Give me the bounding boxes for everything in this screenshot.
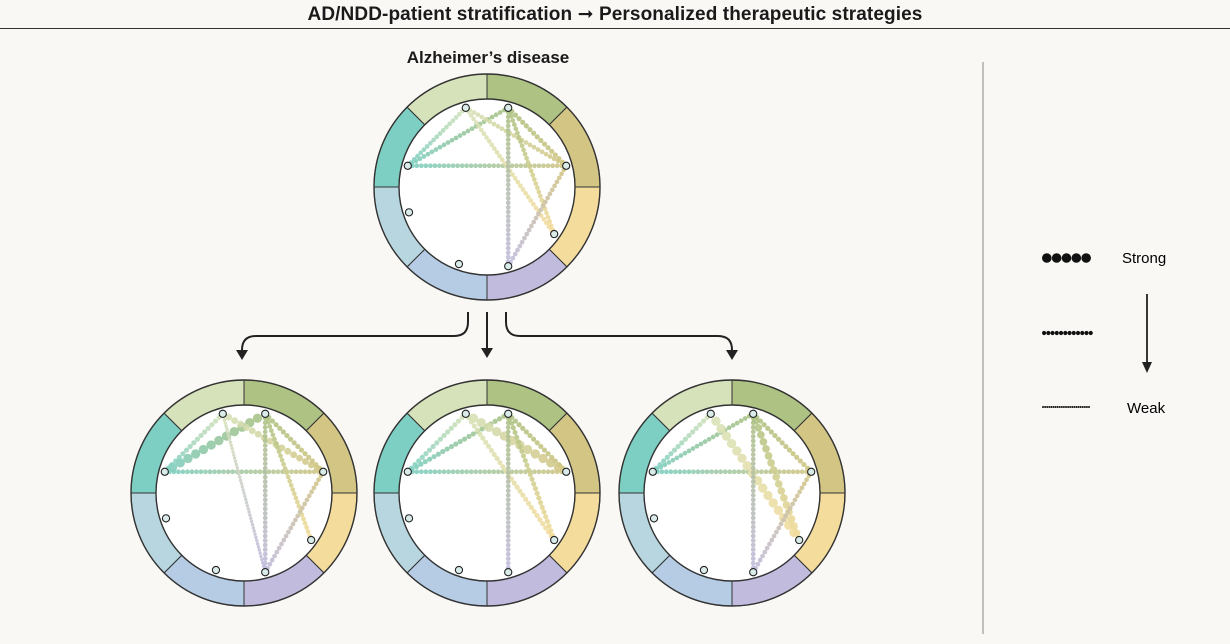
network-node — [261, 409, 270, 418]
network-edge — [505, 415, 511, 571]
legend-strong-line — [1042, 253, 1091, 263]
network-node — [454, 259, 464, 269]
arrow-right — [505, 312, 733, 352]
legend-arrow-head — [1142, 362, 1152, 373]
stratification-arrows — [241, 312, 733, 352]
network-edge — [262, 415, 268, 571]
network-edge — [754, 414, 811, 471]
ring-outer-border — [373, 379, 601, 607]
legend-strong-label: Strong — [1122, 250, 1166, 267]
network-circle-subtype-3 — [618, 379, 846, 607]
network-node — [461, 409, 470, 418]
network-node — [454, 565, 464, 575]
network-node — [307, 535, 316, 545]
network-circle-ad-main — [373, 73, 601, 301]
network-node — [699, 565, 709, 575]
strength-legend: Strong Weak — [1042, 250, 1166, 417]
network-node — [749, 409, 758, 418]
network-circles — [130, 73, 846, 607]
network-edge — [165, 414, 222, 471]
network-node — [706, 409, 715, 418]
arrow-head-left — [236, 350, 248, 360]
arrow-head-center — [481, 348, 493, 358]
network-edge — [654, 413, 752, 472]
network-node — [404, 514, 414, 523]
network-circle-subtype-2 — [373, 379, 601, 607]
network-node — [550, 229, 559, 239]
network-edge — [507, 109, 555, 233]
network-node — [562, 467, 571, 476]
page-header: AD/NDD-patient stratification ➞ Personal… — [0, 0, 1230, 29]
network-edge — [265, 473, 324, 571]
network-edge — [167, 413, 263, 472]
network-node — [562, 161, 571, 170]
network-node — [404, 208, 414, 217]
header-title: AD/NDD-patient stratification ➞ Personal… — [307, 4, 923, 25]
network-node — [504, 409, 513, 418]
legend-medium-line — [1042, 330, 1093, 336]
ring-outer-border — [130, 379, 358, 607]
main-circle-title: Alzheimer’s disease — [406, 48, 570, 67]
network-node — [649, 514, 659, 523]
network-node — [749, 568, 758, 577]
network-edge — [750, 415, 756, 571]
arrow-head-right — [726, 350, 738, 360]
network-edge — [408, 414, 465, 471]
network-node — [504, 103, 513, 112]
network-node — [319, 467, 328, 476]
circle-inner — [643, 404, 821, 582]
network-node — [807, 467, 816, 476]
ring-outer-border — [373, 73, 601, 301]
network-edge — [653, 414, 710, 471]
arrow-heads — [236, 348, 738, 360]
network-node — [261, 568, 270, 577]
network-edge — [264, 415, 312, 539]
network-node — [504, 568, 513, 577]
network-node — [218, 409, 227, 418]
network-edge — [751, 416, 801, 537]
network-node — [504, 262, 513, 271]
network-node — [403, 161, 412, 170]
network-node — [160, 467, 169, 476]
network-edge — [505, 109, 511, 265]
arrow-left — [241, 312, 469, 352]
network-node — [403, 467, 412, 476]
circle-inner — [398, 98, 576, 276]
network-node — [648, 467, 657, 476]
network-node — [550, 535, 559, 545]
network-edge — [508, 167, 567, 265]
legend-weak-line — [1042, 405, 1091, 409]
network-edge — [409, 107, 507, 166]
legend-weak-label: Weak — [1127, 400, 1166, 417]
network-node — [211, 565, 221, 575]
network-node — [161, 514, 171, 523]
network-node — [461, 103, 470, 112]
ring-outer-border — [618, 379, 846, 607]
network-edge — [507, 415, 556, 538]
network-node — [795, 535, 804, 545]
network-circle-subtype-1 — [130, 379, 358, 607]
